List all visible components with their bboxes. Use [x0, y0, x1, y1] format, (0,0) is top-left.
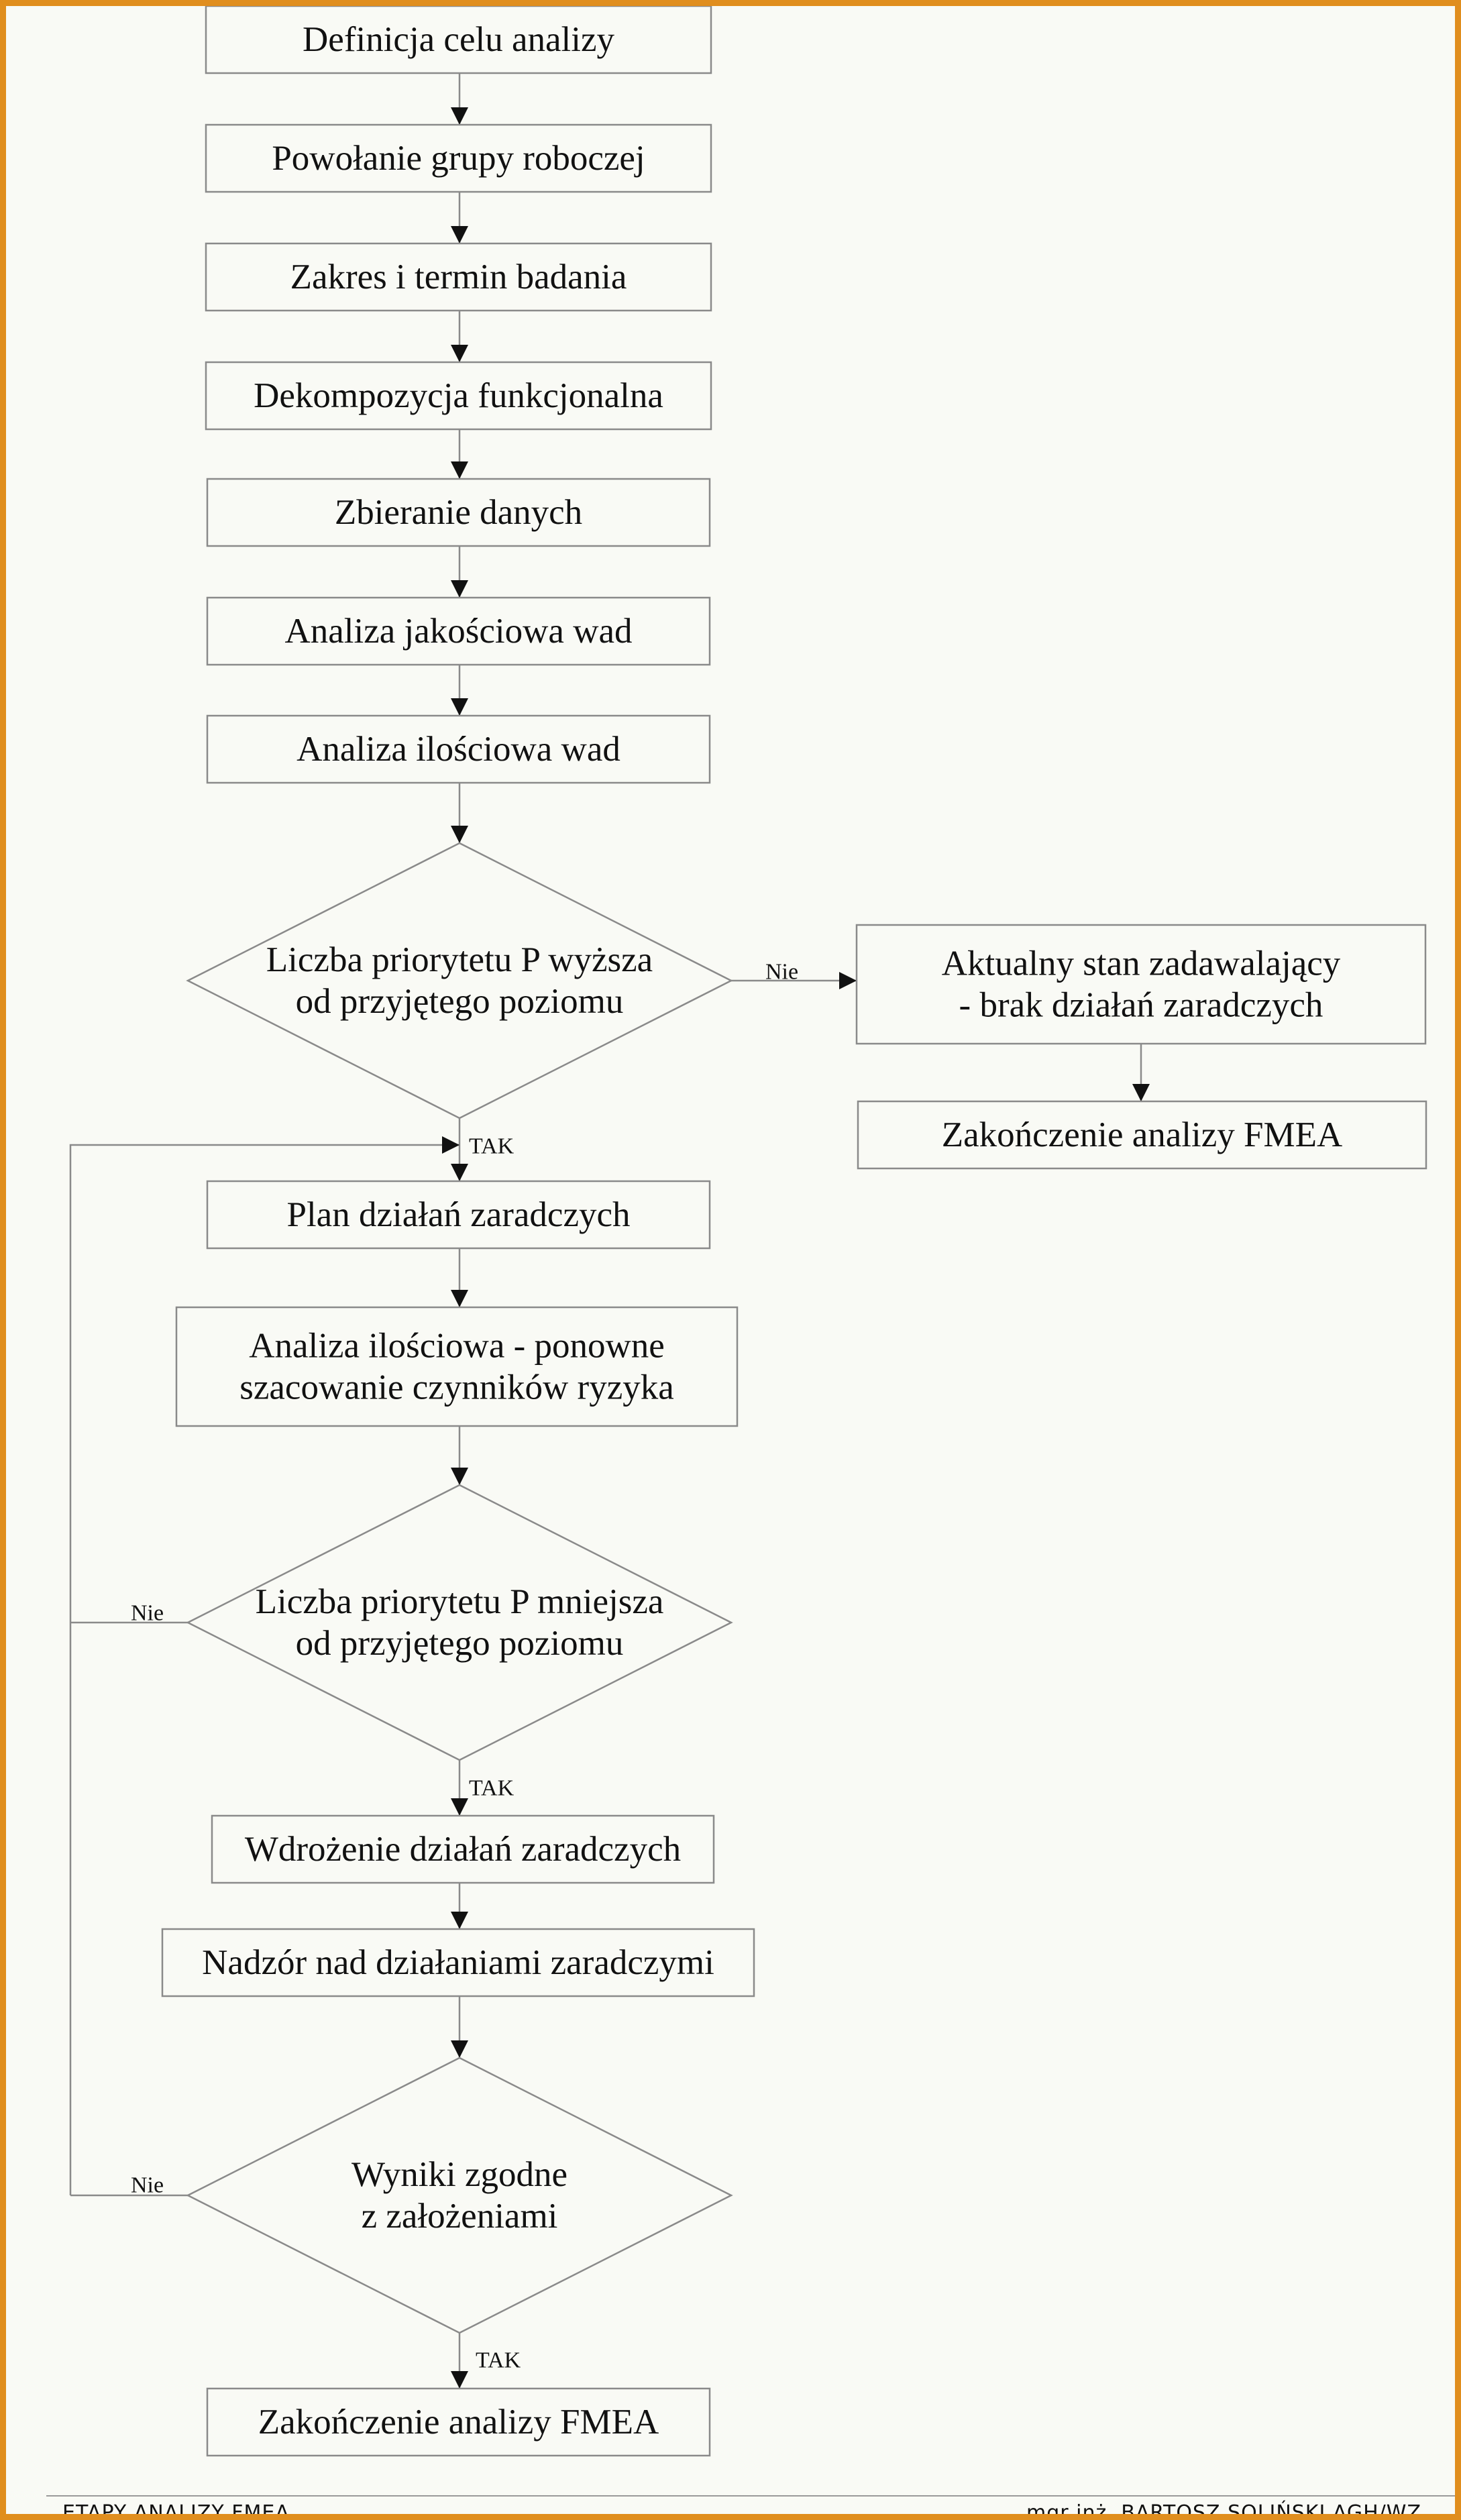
- node-label: Analiza ilościowa - ponowne: [249, 1327, 665, 1366]
- node-label: Zakończenie analizy FMEA: [258, 2403, 659, 2442]
- decision-diamond: [186, 1484, 733, 1761]
- node-step6: Analiza jakościowa wad: [206, 596, 711, 666]
- node-label: Powołanie grupy roboczej: [272, 139, 645, 178]
- footer-left-text: ETAPY ANALIZY FMEA: [62, 2501, 290, 2520]
- node-label: Liczba priorytetu P wyższa: [266, 940, 653, 979]
- node-label: Analiza ilościowa wad: [296, 730, 620, 769]
- decision-diamond: [186, 842, 733, 1119]
- decision-diamond: [186, 2057, 733, 2334]
- process-box: [211, 1814, 715, 1884]
- flow-arrow: [69, 1136, 459, 2195]
- node-end1: Zakończenie analizy FMEA: [857, 1100, 1427, 1170]
- node-label: Dekompozycja funkcjonalna: [254, 376, 663, 415]
- node-label: Analiza jakościowa wad: [284, 612, 632, 651]
- process-box: [205, 242, 712, 312]
- process-box: [205, 6, 712, 74]
- node-label: Zakres i termin badania: [290, 258, 627, 296]
- process-box: [206, 714, 711, 784]
- process-box: [205, 123, 712, 193]
- node-step1: Definicja celu analizy: [205, 6, 712, 74]
- footer-right-text: mgr inż. BARTOSZ SOLIŃSKI AGH/WZ: [1026, 2501, 1421, 2520]
- node-end2: Zakończenie analizy FMEA: [206, 2387, 711, 2457]
- node-label: od przyjętego poziomu: [296, 982, 624, 1021]
- node-step5: Zbieranie danych: [206, 478, 711, 547]
- edge-label-d1-no: Nie: [765, 960, 798, 985]
- node-step4: Dekompozycja funkcjonalna: [205, 361, 712, 431]
- process-box: [175, 1306, 739, 1427]
- process-box: [161, 1928, 755, 1997]
- edge-label-d3-no: Nie: [131, 2173, 164, 2198]
- node-step3: Zakres i termin badania: [205, 242, 712, 312]
- edge-label-d2-yes: TAK: [469, 1776, 515, 1801]
- node-label: Wyniki zgodne: [351, 2155, 567, 2194]
- process-box: [206, 478, 711, 547]
- node-satisfactory: Aktualny stan zadawalający- brak działań…: [855, 924, 1427, 1045]
- node-label: szacowanie czynników ryzyka: [239, 1368, 674, 1407]
- node-supervise: Nadzór nad działaniami zaradczymi: [161, 1928, 755, 1997]
- process-box: [206, 2387, 711, 2457]
- node-plan: Plan działań zaradczych: [206, 1180, 711, 1250]
- node-label: Nadzór nad działaniami zaradczymi: [202, 1943, 714, 1982]
- node-label: Zakończenie analizy FMEA: [942, 1115, 1343, 1154]
- node-step7: Analiza ilościowa wad: [206, 714, 711, 784]
- node-label: Wdrożenie działań zaradczych: [245, 1830, 681, 1869]
- edge-label-d2-no: Nie: [131, 1601, 164, 1626]
- node-label: od przyjętego poziomu: [296, 1624, 624, 1663]
- node-label: Aktualny stan zadawalający: [942, 944, 1341, 983]
- node-label: z założeniami: [362, 2197, 558, 2236]
- node-label: Liczba priorytetu P mniejsza: [256, 1582, 664, 1621]
- process-box: [206, 596, 711, 666]
- node-label: - brak działań zaradczych: [959, 986, 1323, 1025]
- node-label: Definicja celu analizy: [303, 20, 614, 59]
- node-step2: Powołanie grupy roboczej: [205, 123, 712, 193]
- process-box: [206, 1180, 711, 1250]
- process-box: [855, 924, 1427, 1045]
- process-box: [205, 361, 712, 431]
- node-label: Zbieranie danych: [335, 493, 582, 532]
- connector-layer: [69, 73, 1150, 2389]
- node-implement: Wdrożenie działań zaradczych: [211, 1814, 715, 1884]
- node-label: Plan działań zaradczych: [286, 1195, 630, 1234]
- edge-label-d1-yes: TAK: [469, 1134, 515, 1159]
- edge-label-d3-yes: TAK: [476, 2348, 521, 2373]
- process-box: [857, 1100, 1427, 1170]
